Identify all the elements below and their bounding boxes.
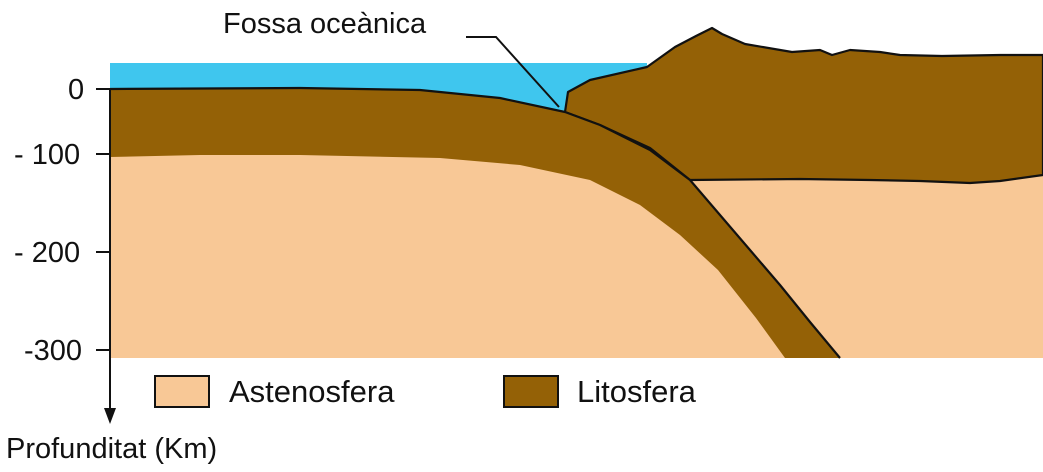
- depth-axis-arrowhead: [104, 408, 116, 424]
- legend-swatch-lithosphere: [504, 376, 558, 407]
- legend-label-lithosphere: Litosfera: [577, 374, 697, 409]
- tick-label-200: - 200: [14, 237, 80, 269]
- trench-label: Fossa oceànica: [223, 8, 427, 40]
- tick-label-300: -300: [24, 335, 82, 367]
- tick-label-0: 0: [68, 74, 84, 106]
- tick-label-100: - 100: [14, 139, 80, 171]
- legend-swatch-asthenosphere: [155, 376, 209, 407]
- depth-axis-title: Profunditat (Km): [6, 433, 217, 465]
- legend-label-asthenosphere: Astenosfera: [229, 374, 395, 409]
